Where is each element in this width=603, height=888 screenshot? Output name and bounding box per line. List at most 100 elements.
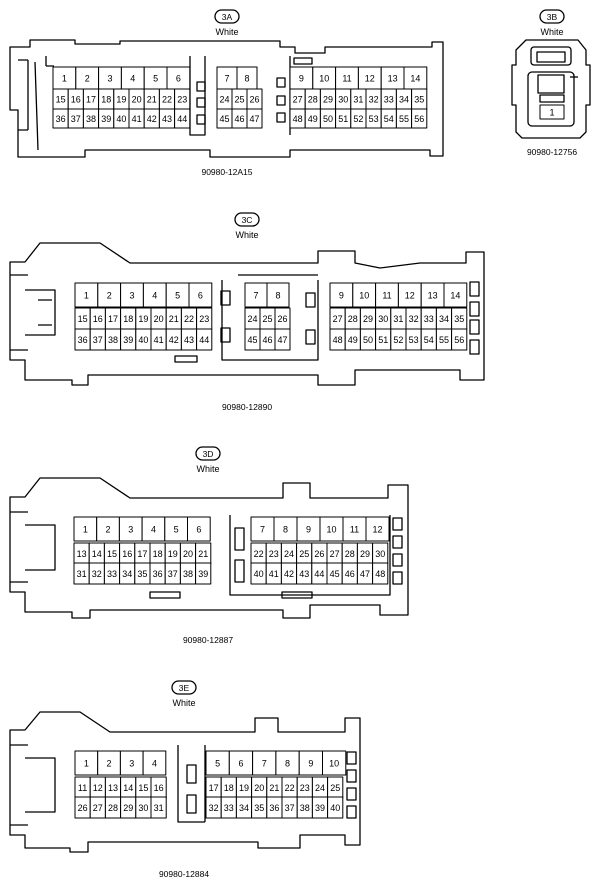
pin-number-3A-53: 53: [369, 114, 379, 124]
pin-number-3C-54: 54: [424, 335, 434, 345]
connector-3A-housing: [9, 39, 444, 158]
pin-number-3A-38: 38: [86, 114, 96, 124]
pin-number-3C-36: 36: [78, 335, 88, 345]
pin-number-3C-52: 52: [393, 335, 403, 345]
pin-number-3E-8: 8: [285, 758, 290, 768]
pin-number-3A-35: 35: [414, 94, 424, 104]
pin-cell: [365, 516, 390, 542]
pin-cell: [187, 516, 211, 542]
pin-number-3D-48: 48: [375, 569, 385, 579]
pin-number-3D-28: 28: [345, 549, 355, 559]
pin-number-3C-29: 29: [363, 314, 373, 324]
pin-number-3A-27: 27: [293, 94, 303, 104]
pin-number-3A-13: 13: [388, 73, 398, 83]
pin-number-3B-1: 1: [549, 107, 554, 117]
pin-number-3E-40: 40: [330, 803, 340, 813]
badge-3A-label: 3A: [222, 12, 233, 22]
pin-number-3D-29: 29: [360, 549, 370, 559]
pin-number-3A-2: 2: [85, 73, 90, 83]
pin-cell: [195, 562, 212, 585]
pin-number-3E-39: 39: [315, 803, 325, 813]
pin-number-3D-47: 47: [360, 569, 370, 579]
pin-number-3D-14: 14: [92, 549, 102, 559]
pin-number-3C-56: 56: [454, 335, 464, 345]
pin-number-3C-6: 6: [198, 290, 203, 300]
color-label-3A: White: [215, 27, 238, 37]
pin-number-3A-42: 42: [147, 114, 157, 124]
pin-number-3A-17: 17: [86, 94, 96, 104]
pin-cell: [411, 108, 428, 129]
pin-number-3E-28: 28: [108, 803, 118, 813]
pin-number-3E-27: 27: [93, 803, 103, 813]
pin-number-3C-34: 34: [439, 314, 449, 324]
pin-number-3D-18: 18: [153, 549, 163, 559]
pin-cell: [150, 796, 167, 819]
color-label-3C: White: [235, 230, 258, 240]
part-number-3E: 90980-12884: [159, 869, 209, 879]
part-number-3D: 90980-12887: [183, 635, 233, 645]
pin-number-3A-5: 5: [153, 73, 158, 83]
pin-number-3C-55: 55: [439, 335, 449, 345]
pin-number-3E-21: 21: [269, 783, 279, 793]
pin-number-3C-24: 24: [247, 314, 257, 324]
pin-number-3C-9: 9: [339, 290, 344, 300]
pin-number-3E-35: 35: [254, 803, 264, 813]
color-label-3E: White: [172, 698, 195, 708]
pin-number-3A-51: 51: [338, 114, 348, 124]
pin-number-3A-45: 45: [219, 114, 229, 124]
pin-number-3A-23: 23: [177, 94, 187, 104]
part-number-3A: 90980-12A15: [201, 167, 252, 177]
pin-number-3A-40: 40: [116, 114, 126, 124]
pin-number-3C-33: 33: [424, 314, 434, 324]
pin-number-3A-15: 15: [56, 94, 66, 104]
pin-number-3E-24: 24: [315, 783, 325, 793]
pin-number-3D-12: 12: [372, 524, 382, 534]
connector-3D-housing: [9, 477, 409, 619]
pin-cell: [451, 328, 468, 351]
connector-3C-housing: [9, 242, 485, 386]
pin-number-3E-33: 33: [224, 803, 234, 813]
pin-number-3A-56: 56: [414, 114, 424, 124]
pin-number-3E-32: 32: [209, 803, 219, 813]
pin-number-3A-34: 34: [399, 94, 409, 104]
pin-number-3E-13: 13: [108, 783, 118, 793]
pin-number-3D-2: 2: [106, 524, 111, 534]
pin-number-3C-16: 16: [93, 314, 103, 324]
pin-number-3C-50: 50: [363, 335, 373, 345]
pin-number-3C-8: 8: [275, 290, 280, 300]
part-number-3B: 90980-12756: [527, 147, 577, 157]
pin-number-3A-14: 14: [410, 73, 420, 83]
pin-number-3E-5: 5: [215, 758, 220, 768]
badge-3B: [539, 9, 565, 24]
pin-number-3D-1: 1: [83, 524, 88, 534]
pin-number-3E-19: 19: [239, 783, 249, 793]
pin-number-3E-34: 34: [239, 803, 249, 813]
badge-3A: [214, 9, 240, 24]
pin-number-3D-42: 42: [284, 569, 294, 579]
pin-number-3E-38: 38: [300, 803, 310, 813]
pin-number-3D-22: 22: [254, 549, 264, 559]
pin-number-3C-28: 28: [348, 314, 358, 324]
pin-number-3A-33: 33: [384, 94, 394, 104]
pin-number-3A-11: 11: [342, 73, 351, 83]
pin-number-3D-6: 6: [196, 524, 201, 534]
pin-number-3C-4: 4: [152, 290, 157, 300]
pin-number-3A-44: 44: [177, 114, 187, 124]
pin-number-3D-8: 8: [283, 524, 288, 534]
pin-number-3A-49: 49: [308, 114, 318, 124]
pin-number-3C-5: 5: [175, 290, 180, 300]
pin-number-3C-25: 25: [262, 314, 272, 324]
pin-number-3E-26: 26: [78, 803, 88, 813]
pin-number-3A-21: 21: [147, 94, 157, 104]
connector-3B: 3B White: [511, 9, 591, 139]
pin-number-3E-12: 12: [93, 783, 103, 793]
pin-number-3A-4: 4: [130, 73, 135, 83]
pin-number-3D-23: 23: [269, 549, 279, 559]
badge-3D-label: 3D: [203, 449, 214, 459]
pin-number-3A-22: 22: [162, 94, 172, 104]
pin-number-3C-20: 20: [154, 314, 164, 324]
pin-number-3A-10: 10: [319, 73, 329, 83]
badge-3B-label: 3B: [547, 12, 558, 22]
pin-cell: [142, 750, 167, 776]
color-label-3D: White: [196, 464, 219, 474]
